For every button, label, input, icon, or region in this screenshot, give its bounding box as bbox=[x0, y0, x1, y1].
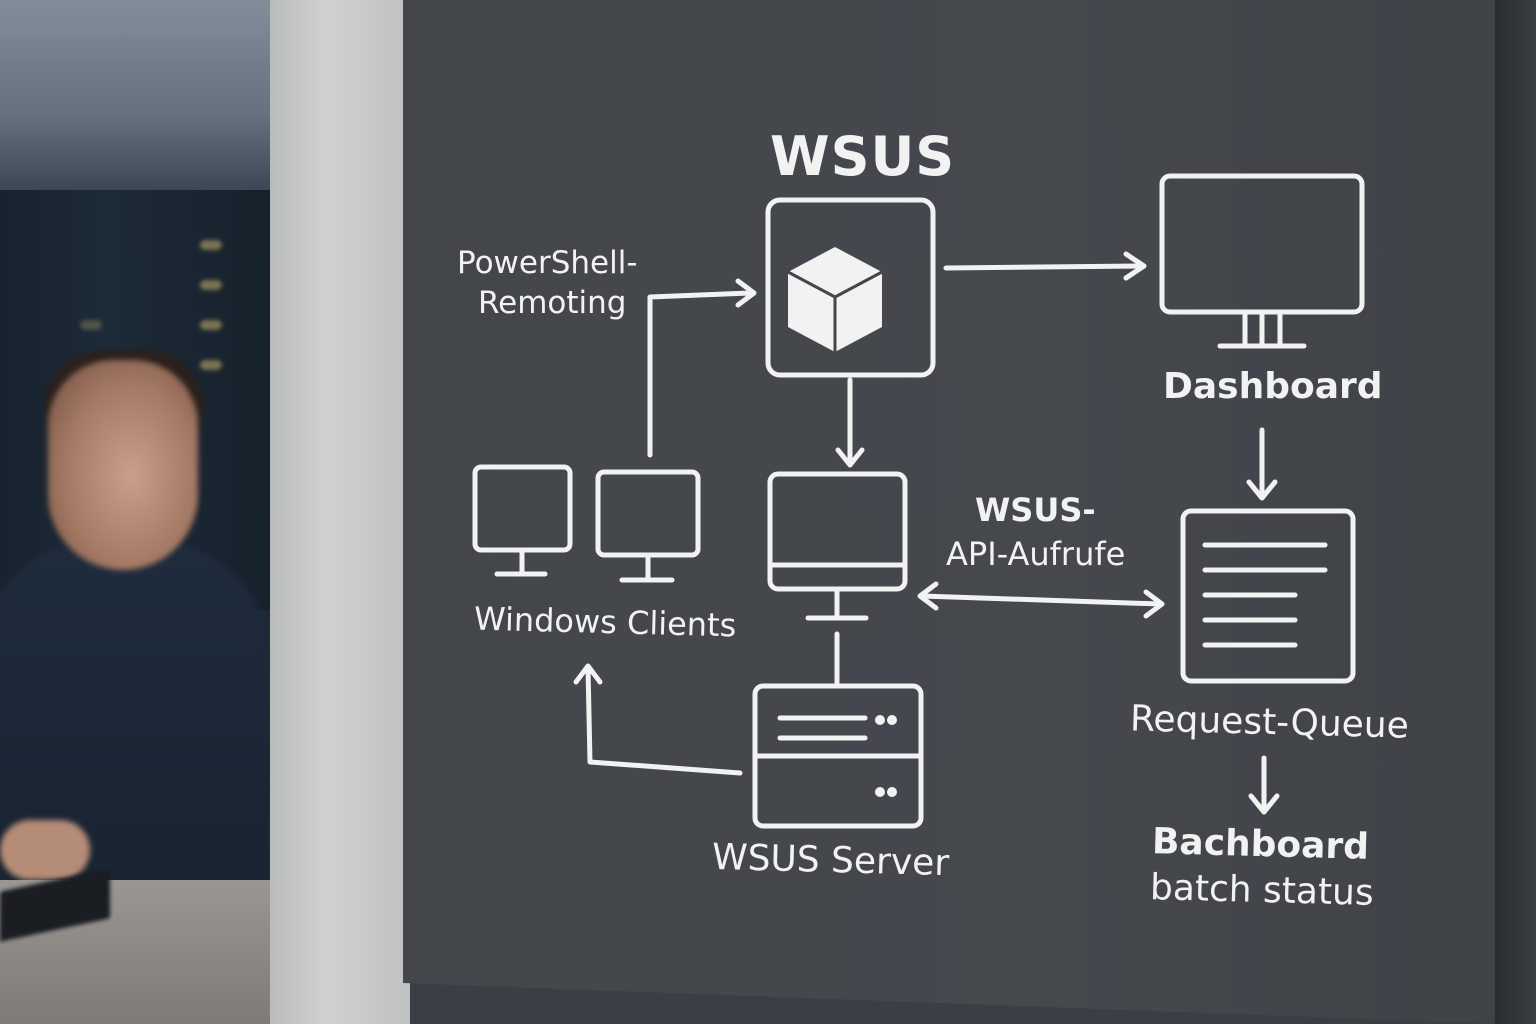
wsus-box bbox=[765, 197, 936, 378]
arrow-clients-to-wsus bbox=[647, 278, 757, 458]
powershell-label-line2: Remoting bbox=[478, 285, 627, 321]
dashboard-monitor-icon bbox=[1159, 173, 1365, 349]
client-monitor-icon bbox=[472, 464, 573, 577]
dashboard-label: Dashboard bbox=[1163, 366, 1383, 407]
arrow-server-to-clients bbox=[573, 663, 743, 776]
cube-icon bbox=[786, 247, 884, 354]
api-label-line1: WSUS- bbox=[975, 491, 1096, 529]
api-label-line2: API-Aufrufe bbox=[946, 535, 1126, 573]
arrow-dashboard-to-queue bbox=[1246, 427, 1278, 501]
status-label-line1: Bachboard bbox=[1151, 821, 1370, 868]
window-light bbox=[0, 0, 270, 190]
wall-pillar bbox=[270, 0, 410, 1024]
request-queue-label: Request-Queue bbox=[1129, 698, 1410, 747]
arrow-api-bidirectional bbox=[917, 581, 1165, 619]
arrow-wsus-to-console bbox=[835, 377, 865, 468]
board-edge bbox=[1495, 0, 1536, 1024]
arrow-wsus-to-dashboard bbox=[943, 251, 1147, 281]
request-queue-document-icon bbox=[1180, 508, 1356, 684]
client-monitor-icon bbox=[595, 469, 701, 583]
status-label-line2: batch status bbox=[1149, 867, 1375, 914]
arrow-queue-to-status bbox=[1248, 755, 1280, 815]
diagram-title: WSUS bbox=[770, 125, 956, 188]
wsus-server-label: WSUS Server bbox=[711, 836, 950, 885]
console-monitor-icon bbox=[767, 471, 908, 689]
powershell-label-line1: PowerShell- bbox=[457, 245, 638, 281]
server-icon bbox=[752, 683, 924, 829]
windows-clients-label: Windows Clients bbox=[473, 599, 737, 645]
